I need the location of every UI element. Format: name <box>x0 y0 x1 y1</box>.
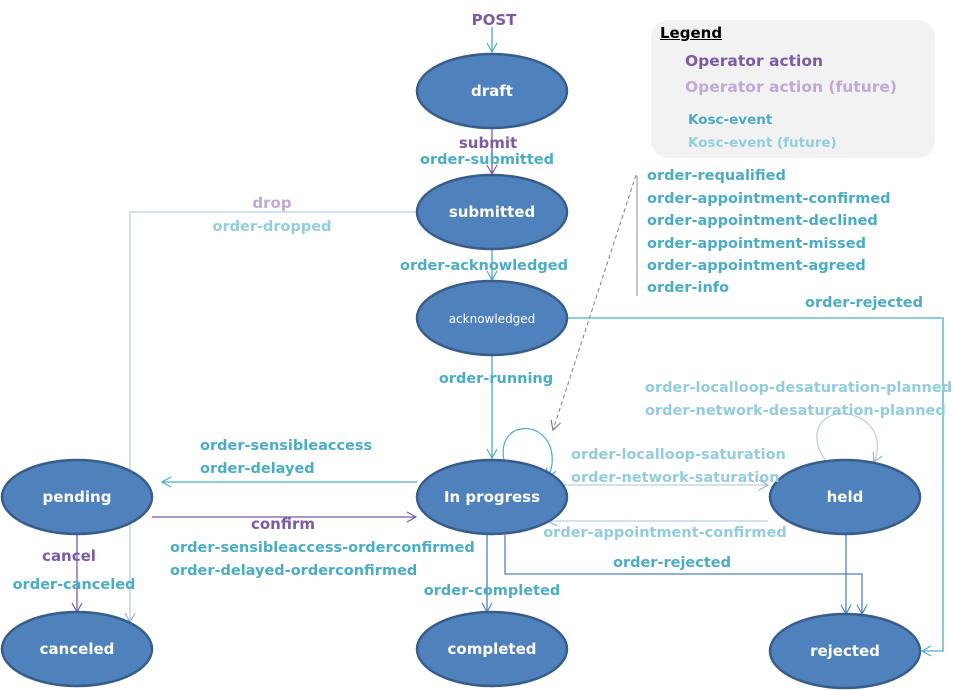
label-order-acknowledged: order-acknowledged <box>400 258 568 274</box>
label-order-appointment-declined: order-appointment-declined <box>647 213 878 229</box>
label-order-sensibleaccess-orderconfirmed: order-sensibleaccess-orderconfirmed <box>170 540 475 556</box>
state-draft-label: draft <box>471 82 513 100</box>
state-canceled[interactable]: canceled <box>0 610 154 688</box>
legend-panel <box>651 20 935 158</box>
legend-kosc-event-future: Kosc-event (future) <box>688 135 837 151</box>
state-rejected[interactable]: rejected <box>768 612 922 690</box>
edge-acknowledged-rejected <box>568 317 944 657</box>
state-pending[interactable]: pending <box>0 458 154 536</box>
label-submit: submit <box>459 134 517 152</box>
label-order-appointment-agreed: order-appointment-agreed <box>647 258 866 274</box>
state-canceled-label: canceled <box>40 640 115 658</box>
label-ack-order-rejected: order-rejected <box>805 295 923 311</box>
legend-operator-action-future: Operator action (future) <box>685 78 897 96</box>
edge-inprogress-rejected <box>504 535 868 616</box>
label-order-canceled: order-canceled <box>13 577 136 593</box>
label-order-localloop-desaturation-planned: order-localloop-desaturation-planned <box>645 380 952 396</box>
state-rejected-label: rejected <box>810 642 880 660</box>
label-order-completed: order-completed <box>424 583 561 599</box>
state-completed[interactable]: completed <box>415 610 569 688</box>
label-order-submitted: order-submitted <box>420 152 554 168</box>
legend-title: Legend <box>660 24 723 42</box>
label-order-appointment-missed: order-appointment-missed <box>647 236 866 252</box>
label-order-delayed: order-delayed <box>200 461 315 477</box>
label-order-localloop-saturation: order-localloop-saturation <box>571 447 786 463</box>
label-inprogress-order-rejected: order-rejected <box>613 555 731 571</box>
label-order-requalified: order-requalified <box>647 168 786 184</box>
label-order-appointment-confirmed: order-appointment-confirmed <box>647 191 891 207</box>
edge-inprogress-self <box>502 428 557 480</box>
state-completed-label: completed <box>448 640 537 658</box>
label-order-dropped: order-dropped <box>213 219 332 235</box>
state-in-progress[interactable]: In progress <box>415 458 569 536</box>
label-cancel: cancel <box>42 547 96 565</box>
label-order-info: order-info <box>647 280 729 296</box>
label-order-delayed-orderconfirmed: order-delayed-orderconfirmed <box>170 563 417 579</box>
state-acknowledged[interactable]: acknowledged <box>415 279 569 357</box>
state-acknowledged-label: acknowledged <box>449 312 536 326</box>
state-submitted-label: submitted <box>449 203 535 221</box>
note-connector <box>550 174 637 432</box>
edge-held-self <box>816 412 883 464</box>
state-draft[interactable]: draft <box>415 52 569 130</box>
state-in-progress-label: In progress <box>444 488 540 506</box>
label-drop: drop <box>252 194 291 212</box>
legend-kosc-event: Kosc-event <box>688 112 773 128</box>
label-order-sensibleaccess: order-sensibleaccess <box>200 438 372 454</box>
label-order-network-saturation: order-network-saturation <box>571 470 780 486</box>
edge-submitted-canceled <box>124 211 417 624</box>
label-held-order-appointment-confirmed: order-appointment-confirmed <box>543 525 787 541</box>
label-order-running: order-running <box>439 371 553 387</box>
state-pending-label: pending <box>43 488 112 506</box>
state-held[interactable]: held <box>768 458 922 536</box>
label-order-network-desaturation-planned: order-network-desaturation-planned <box>645 403 946 419</box>
legend-operator-action: Operator action <box>685 52 824 70</box>
state-held-label: held <box>827 488 864 506</box>
state-submitted[interactable]: submitted <box>415 173 569 251</box>
label-confirm: confirm <box>251 515 315 533</box>
label-post: POST <box>472 11 518 29</box>
